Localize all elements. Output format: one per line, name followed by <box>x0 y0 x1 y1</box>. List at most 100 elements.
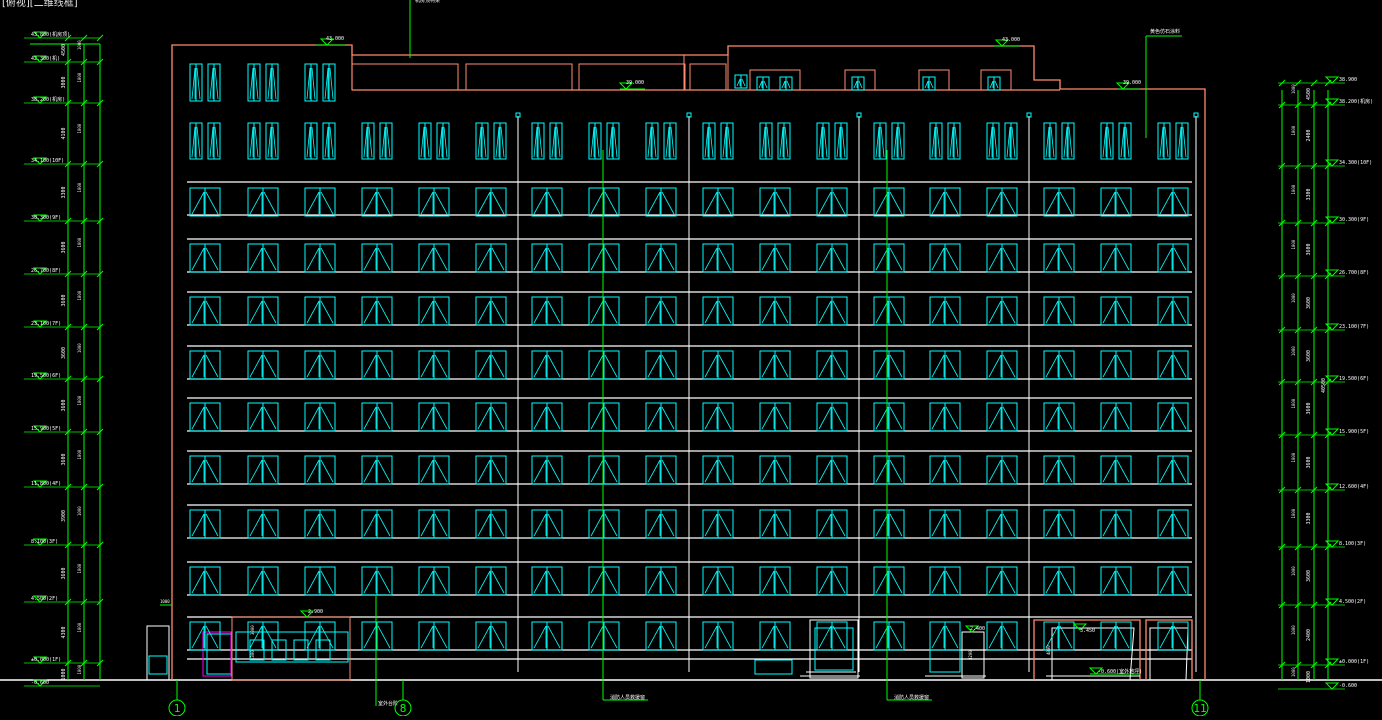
right-level-label: 23.100(7F) <box>1339 324 1369 330</box>
window-sash <box>875 126 880 158</box>
window-typical <box>929 621 961 651</box>
building-facade <box>0 44 1382 681</box>
window-sash <box>931 513 945 537</box>
window-sash <box>495 126 500 158</box>
window-sash <box>533 191 547 215</box>
window-sash <box>832 191 846 215</box>
left-level-label: 30.300(9F) <box>31 215 61 221</box>
window-sash <box>547 570 561 594</box>
level-triangle-icon <box>32 267 48 275</box>
level-triangle-icon <box>32 31 48 39</box>
left-level-label: 15.900(5F) <box>31 426 61 432</box>
window-sash <box>590 459 604 483</box>
window-sash <box>420 191 434 215</box>
dim-tick <box>1294 378 1302 386</box>
window-typical <box>1043 566 1075 596</box>
dim-tick <box>96 541 104 549</box>
window-sash <box>590 513 604 537</box>
window-sash <box>1102 406 1116 430</box>
window-sash <box>533 126 538 158</box>
window-sash <box>482 126 487 158</box>
window-pair <box>1043 122 1057 160</box>
window-sash <box>306 513 320 537</box>
viewport-header[interactable]: [俯视][二维线框] <box>2 0 78 9</box>
window-sash <box>704 247 718 271</box>
window-sash <box>704 354 718 378</box>
window-sash <box>647 406 661 430</box>
window-typical <box>645 350 677 380</box>
level-triangle-icon <box>32 320 48 328</box>
dim-tick <box>1294 661 1302 669</box>
window-sash <box>1045 191 1059 215</box>
level-triangle-icon <box>1324 375 1340 383</box>
window-sash <box>993 126 998 158</box>
dim-tick <box>80 541 88 549</box>
window-sash <box>1116 354 1130 378</box>
window-sash <box>533 570 547 594</box>
window-sash <box>420 459 434 483</box>
window-typical <box>873 455 905 485</box>
window-sash <box>363 126 368 158</box>
window-sash <box>306 459 320 483</box>
window-typical <box>475 509 507 539</box>
window-pair <box>816 122 830 160</box>
window-sash <box>214 67 219 100</box>
window-sash <box>590 300 604 324</box>
window-sash <box>1116 406 1130 430</box>
window-typical <box>361 621 393 651</box>
window-typical <box>1043 455 1075 485</box>
window-pair <box>1157 122 1171 160</box>
window-sash <box>547 300 561 324</box>
window-sash <box>604 459 618 483</box>
level-triangle-icon <box>32 656 48 664</box>
dim-tick <box>80 58 88 66</box>
dim-tick <box>80 160 88 168</box>
dim-tick <box>1324 162 1332 170</box>
window-sash <box>741 78 746 87</box>
window-sash <box>1173 354 1187 378</box>
window-typical <box>247 509 279 539</box>
window-sash <box>590 570 604 594</box>
window-typical <box>986 566 1018 596</box>
window-typical <box>361 243 393 273</box>
window-sash <box>875 191 889 215</box>
window-sash <box>311 126 316 158</box>
left-dim-value: 3600 <box>61 347 67 359</box>
window-sash <box>1173 513 1187 537</box>
window-sash <box>931 126 936 158</box>
window-pair <box>891 122 905 160</box>
window-sash <box>420 300 434 324</box>
right-level-label: 38.200(机房) <box>1339 98 1373 105</box>
window-sash <box>263 247 277 271</box>
window-typical <box>645 455 677 485</box>
window-typical <box>588 296 620 326</box>
window-sash <box>1045 570 1059 594</box>
window-sash <box>477 513 491 537</box>
window-typical <box>475 296 507 326</box>
dim-tick <box>1294 272 1302 280</box>
window-pair <box>720 122 734 160</box>
window-sash <box>704 459 718 483</box>
window-typical <box>702 350 734 380</box>
window-sash <box>988 459 1002 483</box>
window-typical <box>588 455 620 485</box>
window-sash <box>931 300 945 324</box>
window-sash <box>775 459 789 483</box>
window-sash <box>1173 247 1187 271</box>
window-sash <box>841 126 846 158</box>
level-triangle-icon <box>1088 667 1104 675</box>
dim-tick <box>96 428 104 436</box>
left-subdim-value: 1000 <box>77 237 82 247</box>
window-typical <box>475 187 507 217</box>
window-sash <box>191 625 205 649</box>
window-sash <box>1173 459 1187 483</box>
window-sash <box>434 406 448 430</box>
window-sash <box>191 67 196 100</box>
window-sash <box>875 247 889 271</box>
window-sash <box>818 625 832 649</box>
window-sash <box>249 354 263 378</box>
dim-tick <box>1324 486 1332 494</box>
window-sash <box>363 354 377 378</box>
